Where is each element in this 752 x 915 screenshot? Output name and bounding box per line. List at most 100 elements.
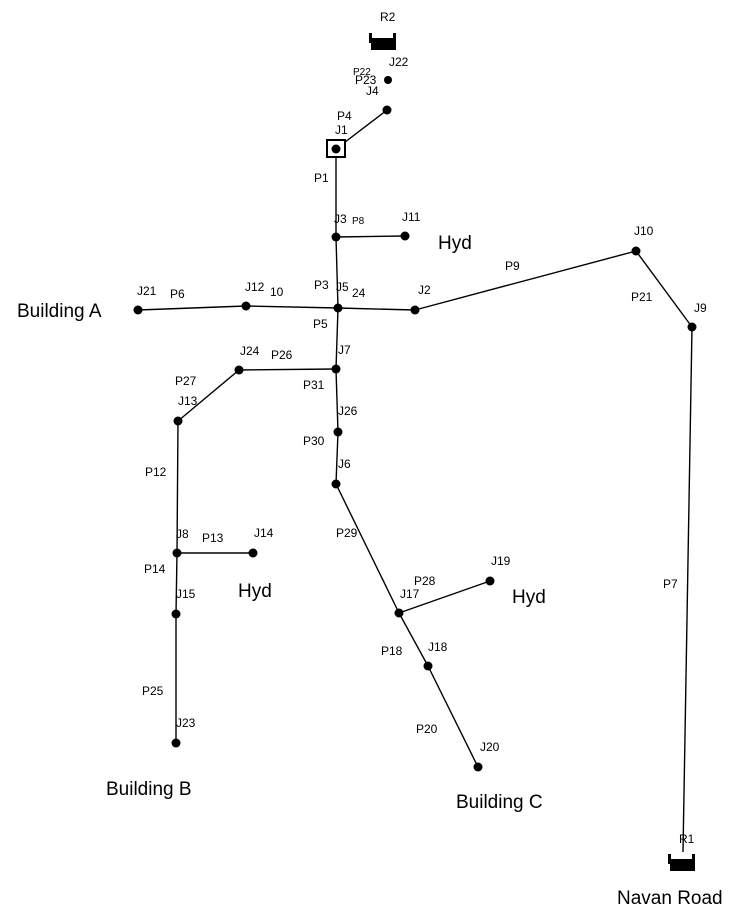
pipe-p26 [238, 368, 337, 371]
pipe-label-p28: P28 [414, 574, 436, 588]
junction-label-j10: J10 [634, 224, 654, 238]
junction-j22[interactable] [384, 76, 392, 84]
pipe-label-p25: P25 [142, 684, 164, 698]
junction-j2[interactable] [410, 305, 420, 315]
junction-j7[interactable] [331, 364, 341, 374]
junction-label-j7: J7 [338, 343, 351, 357]
junction-label-j17: J17 [400, 587, 420, 601]
reservoir-r1-label: R1 [679, 832, 695, 846]
junction-j12[interactable] [241, 301, 251, 311]
junction-label-j5: J5 [336, 280, 349, 294]
pipe-label-p5: P5 [313, 317, 328, 331]
pipe-label-p4: P4 [337, 109, 352, 123]
junction-j18[interactable] [423, 661, 433, 671]
reservoir-r2-icon[interactable] [369, 33, 396, 50]
junction-label-j19: J19 [491, 554, 511, 568]
pipe-p12 [176, 420, 179, 554]
junction-label-j14: J14 [254, 526, 274, 540]
junction-j11[interactable] [400, 231, 410, 241]
pipe-label-p22: P22 [353, 67, 371, 78]
pipe-label-p3: P3 [314, 278, 329, 292]
junction-label-j26: J26 [338, 404, 358, 418]
pipe-p9 [414, 250, 637, 311]
pipe-label-p7: P7 [663, 577, 678, 591]
pipe-label-p8: P8 [352, 216, 365, 227]
junction-label-j2: J2 [418, 283, 431, 297]
pipe-p31 [335, 368, 339, 433]
pipe-p14 [175, 552, 178, 615]
pipe-p7 [682, 326, 693, 853]
pipe-label-p13: P13 [202, 531, 224, 545]
junction-j8[interactable] [172, 548, 182, 558]
annotation-hyd-3: Hyd [512, 587, 546, 608]
pipe-label-p14: P14 [144, 562, 166, 576]
junction-label-j6: J6 [338, 457, 351, 471]
junction-j21[interactable] [133, 305, 143, 315]
junction-label-j22: J22 [389, 55, 409, 69]
pipe-p6 [137, 305, 247, 311]
junction-j10[interactable] [631, 246, 641, 256]
annotation-building-b: Building B [106, 779, 192, 800]
pipe-p29 [335, 483, 400, 614]
junction-j20[interactable] [473, 762, 483, 772]
annotation-hyd-2: Hyd [238, 581, 272, 602]
pipe-label-p6: P6 [170, 287, 185, 301]
reservoir-r2-label: R2 [380, 10, 396, 24]
pipe-p8 [335, 235, 406, 238]
annotation-navan-road: Navan Road [617, 888, 723, 909]
junction-label-j9: J9 [694, 301, 707, 315]
junction-label-j12: J12 [245, 280, 265, 294]
junction-j9[interactable] [687, 322, 697, 332]
reservoir-r1-icon[interactable] [668, 854, 695, 871]
pipe-label-p27: P27 [175, 374, 197, 388]
junction-j17[interactable] [394, 608, 404, 618]
junction-label-j15: J15 [176, 587, 196, 601]
pipe-label-p12: P12 [145, 465, 167, 479]
junction-j24[interactable] [234, 365, 244, 375]
junction-label-j21: J21 [137, 284, 157, 298]
pipe-p21 [635, 250, 693, 328]
pipe-label-p29: P29 [336, 526, 358, 540]
pipe-label-p26: P26 [271, 348, 293, 362]
pipe-p18 [398, 612, 429, 667]
junction-j23[interactable] [171, 738, 181, 748]
pipe-p3 [335, 236, 339, 309]
tank-label-j1: J1 [335, 123, 348, 137]
annotation-building-a: Building A [17, 301, 102, 322]
junction-label-j23: J23 [176, 716, 196, 730]
pipe-label-p9: P9 [505, 259, 520, 273]
pipe-label-p10: 10 [270, 285, 284, 299]
pipe-label-p31: P31 [303, 378, 325, 392]
junction-j13[interactable] [173, 416, 183, 426]
pipe-p20 [427, 665, 479, 768]
junction-j15[interactable] [171, 609, 181, 619]
pipe-label-p20: P20 [416, 722, 438, 736]
junction-label-j24: J24 [240, 344, 260, 358]
junction-j3[interactable] [331, 232, 341, 242]
pipe-p28 [398, 580, 491, 614]
pipe-p5 [335, 307, 339, 370]
annotation-building-c: Building C [456, 792, 543, 813]
junction-j26[interactable] [333, 427, 343, 437]
pipe-label-p1: P1 [314, 171, 329, 185]
pipe-p30 [335, 431, 339, 485]
junction-label-j11: J11 [402, 210, 421, 224]
junction-label-j13: J13 [178, 394, 198, 408]
pipe-p27 [177, 369, 240, 422]
pipe-p10 [245, 305, 339, 309]
junction-label-j18: J18 [428, 640, 448, 654]
pipe-label-p18: P18 [381, 644, 403, 658]
junction-j19[interactable] [485, 576, 495, 586]
junction-j6[interactable] [331, 479, 341, 489]
junction-j5[interactable] [333, 303, 343, 313]
junction-j4[interactable] [382, 105, 392, 115]
pipe-p24 [337, 307, 416, 311]
junction-label-j3: J3 [334, 212, 347, 226]
pipe-label-p24: 24 [352, 286, 366, 300]
junction-j14[interactable] [248, 548, 258, 558]
pipe-label-p23: P23 [355, 73, 377, 87]
tank-j1-icon[interactable] [326, 139, 346, 158]
pipe-label-p21: P21 [631, 290, 653, 304]
pipe-label-p30: P30 [303, 434, 325, 448]
